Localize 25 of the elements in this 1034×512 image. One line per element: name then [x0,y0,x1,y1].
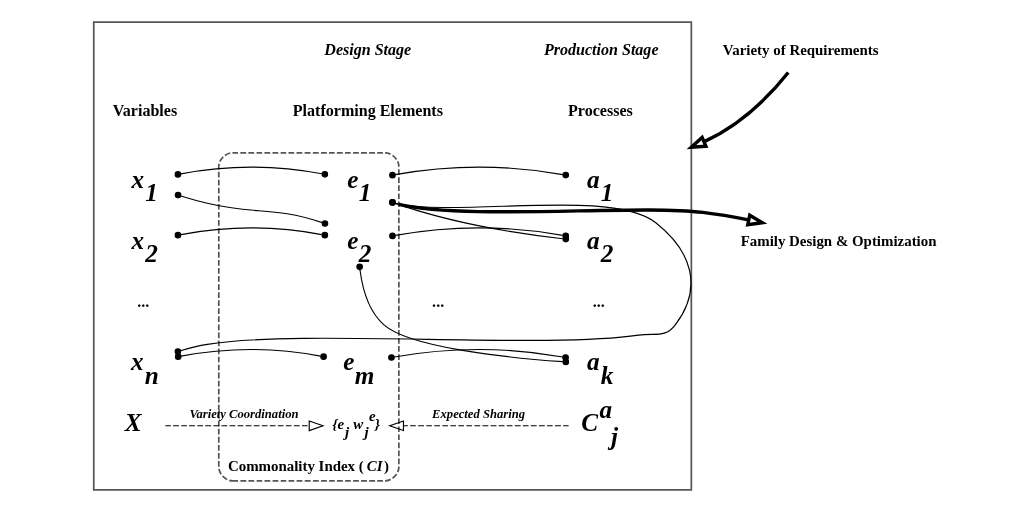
label: Variables [112,101,178,119]
arrow [398,202,768,227]
edge-label: Expected Sharing [432,406,525,421]
connector [174,191,329,227]
connector [174,348,327,360]
connector [174,166,329,178]
arrow [686,71,790,150]
edge-label: Variety Coordination [189,406,299,421]
connector [174,199,692,355]
label: Production Stage [543,40,659,58]
label: Platforming Elements [292,101,443,119]
connector [389,166,570,179]
label: ... [137,293,150,311]
connector [389,227,570,240]
node-text: Variety of Requirements [722,41,879,58]
connector [388,348,569,361]
arrow [387,420,570,432]
connector [174,227,329,239]
label: Design Stage [324,40,412,58]
arrow [164,420,325,432]
label: ... [432,293,445,311]
node-text: X [124,409,142,437]
label: ... [592,293,605,311]
label: Processes [568,101,633,119]
node-text: Family Design & Optimization [740,233,937,250]
